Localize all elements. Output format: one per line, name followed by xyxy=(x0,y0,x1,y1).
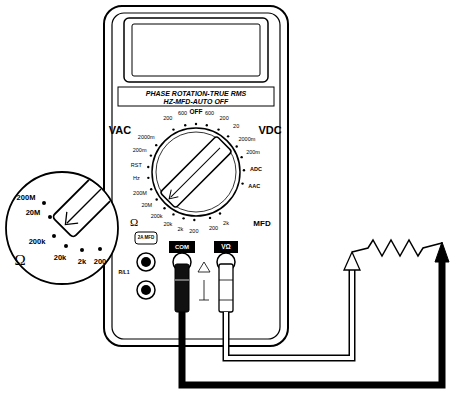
range-label: 200 xyxy=(220,116,229,122)
range-label: 600 xyxy=(178,111,187,117)
range-label: 2k xyxy=(178,227,184,233)
magnified-range-label: 20k xyxy=(54,254,67,262)
range-label: 200 xyxy=(189,229,198,235)
jack-label: VΩ xyxy=(221,244,231,251)
range-label: 2000m xyxy=(138,136,155,142)
ohm-symbol: Ω xyxy=(130,217,138,228)
range-label: AAC xyxy=(248,184,260,190)
feature-text: PHASE ROTATION-TRUE RMS xyxy=(146,89,246,96)
range-label: 20 xyxy=(233,125,239,131)
jack-label: R/L1 xyxy=(119,270,130,275)
range-label: 20M xyxy=(141,204,152,210)
magnified-range-label: 20M xyxy=(26,209,41,217)
range-label: 200 xyxy=(209,227,218,233)
magnified-range-label: 200k xyxy=(29,238,46,246)
off-label: OFF xyxy=(190,109,203,116)
magnified-range-label: 200M xyxy=(17,194,36,202)
range-label: 2k xyxy=(223,221,229,227)
range-label: 200M xyxy=(133,191,147,197)
range-label: RST xyxy=(131,163,142,169)
magnified-range-label: 200 xyxy=(94,258,107,266)
jack-label: COM xyxy=(175,244,189,250)
function-label: MFD xyxy=(253,220,270,228)
range-label: ADC xyxy=(250,167,262,173)
jack-label: 2A MFD xyxy=(138,236,155,241)
range-label: 200k xyxy=(151,215,163,221)
range-label: 20k xyxy=(163,222,172,228)
range-label: Hz xyxy=(133,177,140,183)
range-label: 200m xyxy=(246,151,260,157)
function-label: VAC xyxy=(109,125,131,136)
range-label: 600 xyxy=(205,111,214,117)
ohm-symbol: Ω xyxy=(14,253,25,268)
magnified-range-label: 2k xyxy=(78,258,86,266)
resistor-symbol xyxy=(352,240,442,256)
range-label: 2000m xyxy=(238,137,255,143)
range-label: 200m xyxy=(133,149,147,155)
feature-text: HZ-MFD-AUTO OFF xyxy=(164,98,229,105)
function-label: VDC xyxy=(258,125,281,136)
range-label: 200 xyxy=(163,116,172,122)
